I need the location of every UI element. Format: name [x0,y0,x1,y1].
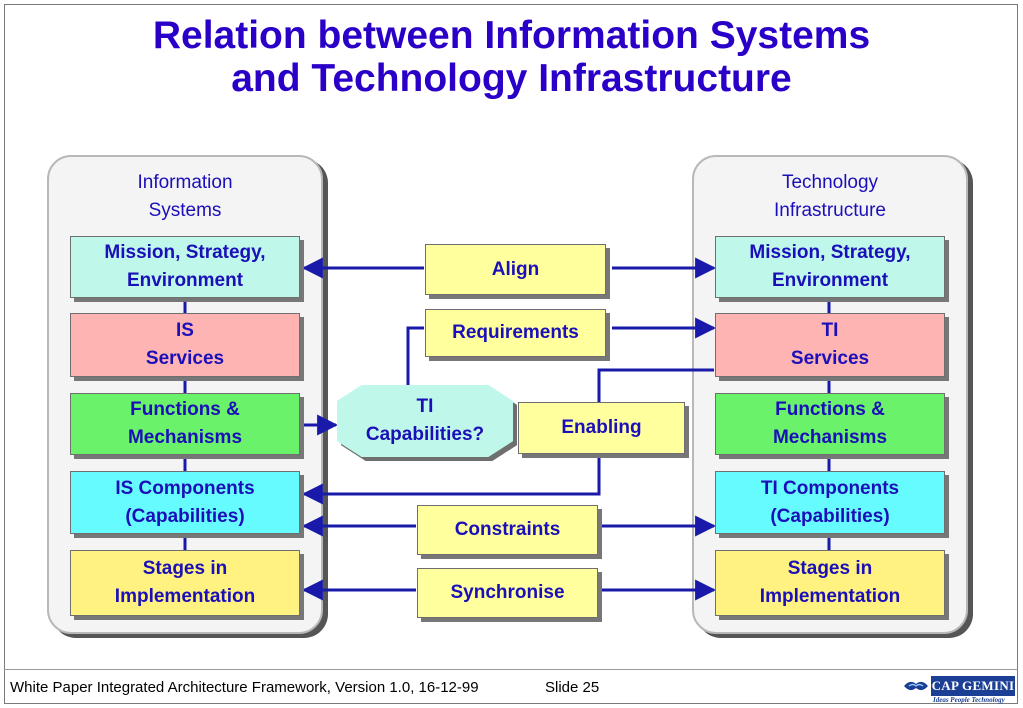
box-label: Enabling [561,417,642,438]
title-line-2: and Technology Infrastructure [231,57,792,100]
enabling-arrow [301,456,601,505]
box-line: Functions & [130,399,240,420]
slide-title: Relation between Information Systems and… [0,14,1023,100]
enabling-top-link [597,368,714,402]
requirements-link [406,326,424,385]
box-line: Implementation [114,586,256,607]
ti-capabilities-octagon: TI Capabilities? [337,385,513,457]
logo-tagline: Ideas People Technology [933,696,1005,704]
box-line: Implementation [759,586,901,607]
box-line: IS Components [115,477,255,499]
box-line: IS [176,320,194,341]
technology-infrastructure-heading: Technology Infrastructure [692,169,968,225]
box-line: Mission, Strategy, [749,242,911,263]
box-line: TI [416,396,434,417]
cap-gemini-logo: CAP GEMINI Ideas People Technology [903,676,1015,706]
footer-caption: White Paper Integrated Architecture Fram… [10,679,479,696]
box-line: Services [790,348,870,369]
is-mission-strategy-box: Mission, Strategy, Environment [70,236,300,298]
synchronise-box: Synchronise [417,568,598,618]
box-label: Align [491,258,540,280]
slide-frame [4,4,1018,704]
constraints-box: Constraints [417,505,598,555]
box-line: Stages in [787,558,873,579]
box-line: TI Components [760,477,900,499]
is-components-box: IS Components (Capabilities) [70,471,300,534]
box-line: Environment [126,270,244,291]
box-line: Capabilities? [365,424,485,445]
box-line: Functions & [775,399,885,420]
box-line: Environment [771,270,889,291]
title-line-1: Relation between Information Systems [152,14,871,57]
footer-divider [4,669,1018,670]
box-line: Stages in [142,558,228,579]
box-line: TI [821,320,839,341]
ti-components-box: TI Components (Capabilities) [715,471,945,534]
align-box: Align [425,244,606,295]
box-label: Requirements [452,322,579,343]
is-functions-mechanisms-box: Functions & Mechanisms [70,393,300,455]
enabling-box: Enabling [518,402,685,454]
is-services-box: IS Services [70,313,300,377]
slide-number: Slide 25 [545,679,600,696]
ti-services-box: TI Services [715,313,945,377]
information-systems-heading: Information Systems [47,169,323,225]
box-line: Mission, Strategy, [104,242,266,263]
is-stages-implementation-box: Stages in Implementation [70,550,300,616]
box-line: (Capabilities) [125,505,245,527]
heading-line: Technology [781,172,879,193]
box-label: Synchronise [450,582,565,603]
heading-line: Information [137,172,233,193]
spade-mark-icon [904,681,928,691]
heading-line: Infrastructure [774,200,886,221]
logo-name: CAP GEMINI [931,676,1015,696]
requirements-box: Requirements [425,309,606,357]
box-line: (Capabilities) [770,505,890,527]
heading-line: Systems [148,200,222,221]
box-label: Constraints [454,519,561,540]
box-line: Mechanisms [127,427,243,448]
ti-mission-strategy-box: Mission, Strategy, Environment [715,236,945,298]
box-line: Mechanisms [772,427,888,448]
ti-stages-implementation-box: Stages in Implementation [715,550,945,616]
ti-functions-mechanisms-box: Functions & Mechanisms [715,393,945,455]
box-line: Services [145,348,225,369]
